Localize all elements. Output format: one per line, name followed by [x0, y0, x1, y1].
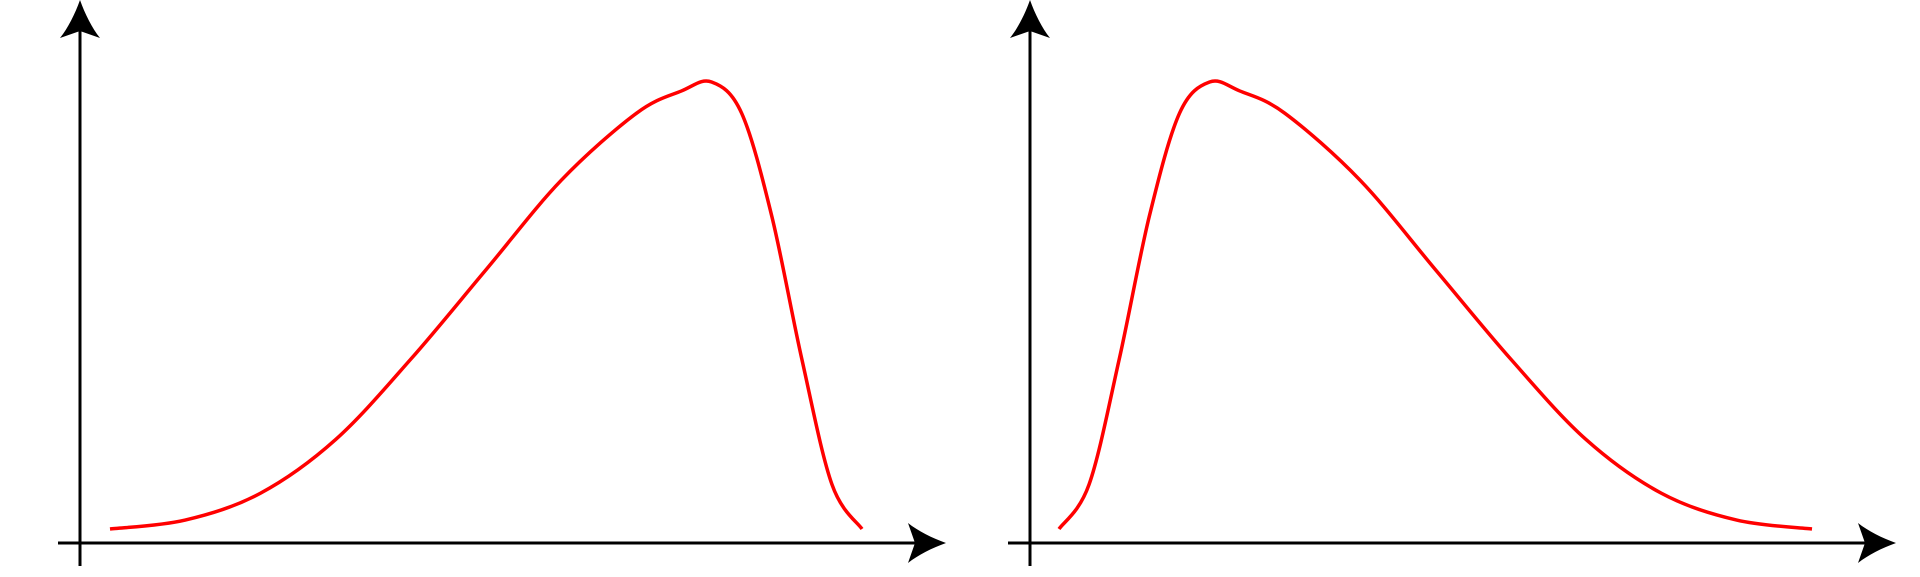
left-curve: [109, 79, 864, 531]
left-x-axis-arrowhead: [908, 523, 946, 563]
left-y-axis-arrowhead: [60, 0, 100, 38]
right-y-axis-arrowhead: [1010, 0, 1050, 38]
right-x-axis-arrowhead: [1858, 523, 1896, 563]
right-panel: [1008, 0, 1896, 566]
left-panel: [58, 0, 946, 566]
right-curve: [1057, 79, 1813, 531]
